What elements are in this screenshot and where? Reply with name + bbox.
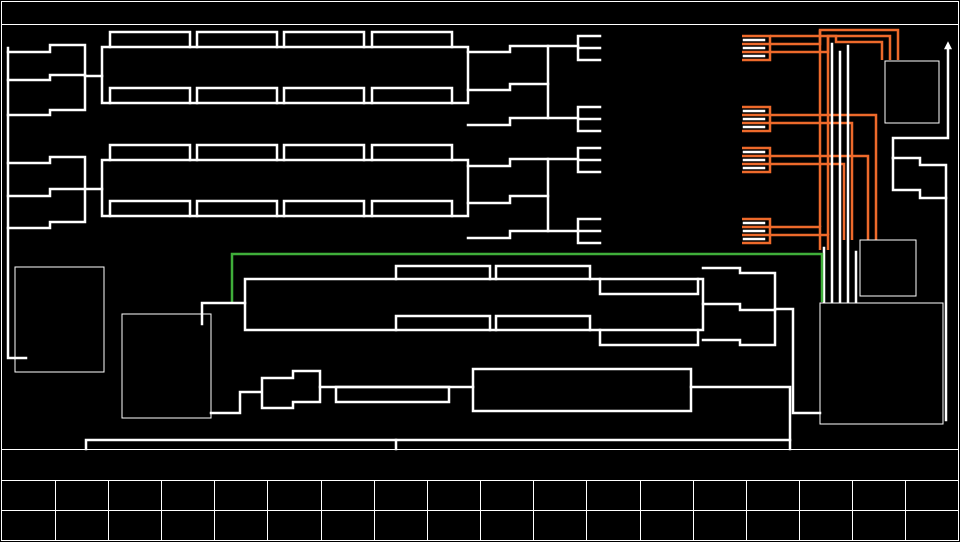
vertical-feeds	[822, 42, 858, 304]
right-bracket-lower	[701, 266, 822, 415]
module-box-top-right	[884, 60, 940, 124]
probe-line	[891, 41, 953, 422]
green-bus	[230, 252, 824, 303]
orange-connector-4	[742, 217, 772, 245]
footer-grid	[55, 480, 906, 541]
right-bracket-upper	[466, 34, 602, 133]
orange-routing	[770, 28, 900, 250]
orange-connector-3	[742, 146, 772, 174]
orange-connector-1	[742, 34, 772, 62]
module-box-bottom-right	[819, 302, 944, 425]
module-box-left	[14, 266, 105, 373]
module-box-mid-right	[859, 239, 917, 297]
right-bracket-middle	[466, 146, 602, 245]
bus-block-middle	[100, 143, 470, 218]
left-bracket-lower	[6, 155, 104, 230]
bus-block-lower	[200, 264, 705, 347]
bottom-chain	[84, 367, 792, 451]
bus-block-upper	[100, 30, 470, 105]
left-bracket-upper	[6, 43, 104, 360]
module-box-center-left	[121, 313, 212, 419]
orange-connector-2	[742, 105, 772, 133]
